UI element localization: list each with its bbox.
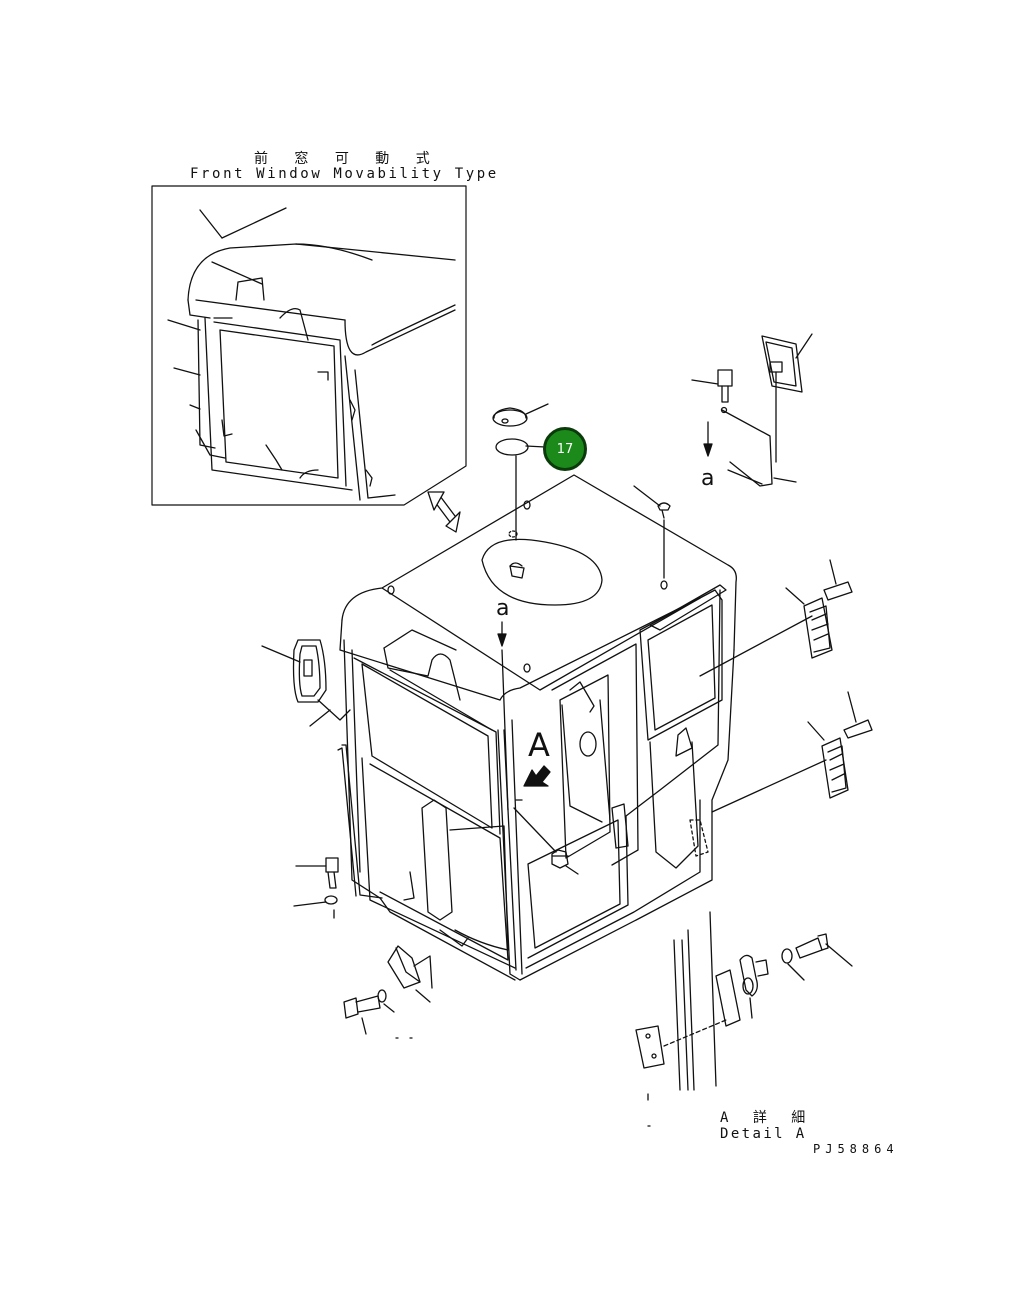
callout-17-label: 17 xyxy=(556,441,574,457)
right-cover-upper xyxy=(699,559,853,677)
view-a-label: A xyxy=(528,726,550,764)
bolt-left-bottom xyxy=(343,989,413,1039)
view-a-arrow xyxy=(523,765,551,787)
detail-title-japanese: A 詳 細 xyxy=(720,1110,814,1126)
bolt-left-mid xyxy=(293,857,339,919)
ref-a-rod-label: a xyxy=(701,466,715,491)
inset-title-japanese: 前 窓 可 動 式 xyxy=(254,151,439,167)
roof-caps xyxy=(492,403,549,541)
bolt-top-right xyxy=(691,369,733,457)
ref-a-main-label: a xyxy=(496,596,510,621)
nut-lower xyxy=(513,799,579,875)
left-mirror xyxy=(261,639,351,727)
drawing-number: PJ58864 xyxy=(813,1142,899,1156)
right-mirror xyxy=(720,333,813,487)
inset-title-english: Front Window Movability Type xyxy=(190,166,499,182)
callout-17-button[interactable]: 17 xyxy=(543,427,587,471)
inset-frame xyxy=(151,185,467,506)
roof-plug xyxy=(633,485,671,579)
movability-arrow xyxy=(427,491,461,533)
right-cover-lower xyxy=(711,691,873,813)
cab-front-frame xyxy=(337,584,735,981)
bracket-bottom xyxy=(387,945,433,1003)
rod-arrow xyxy=(497,621,509,811)
detail-title-english: Detail A xyxy=(720,1126,807,1142)
cab-roof xyxy=(339,474,737,731)
inset-cab-drawing xyxy=(167,207,456,501)
detail-a-drawing xyxy=(635,911,853,1127)
